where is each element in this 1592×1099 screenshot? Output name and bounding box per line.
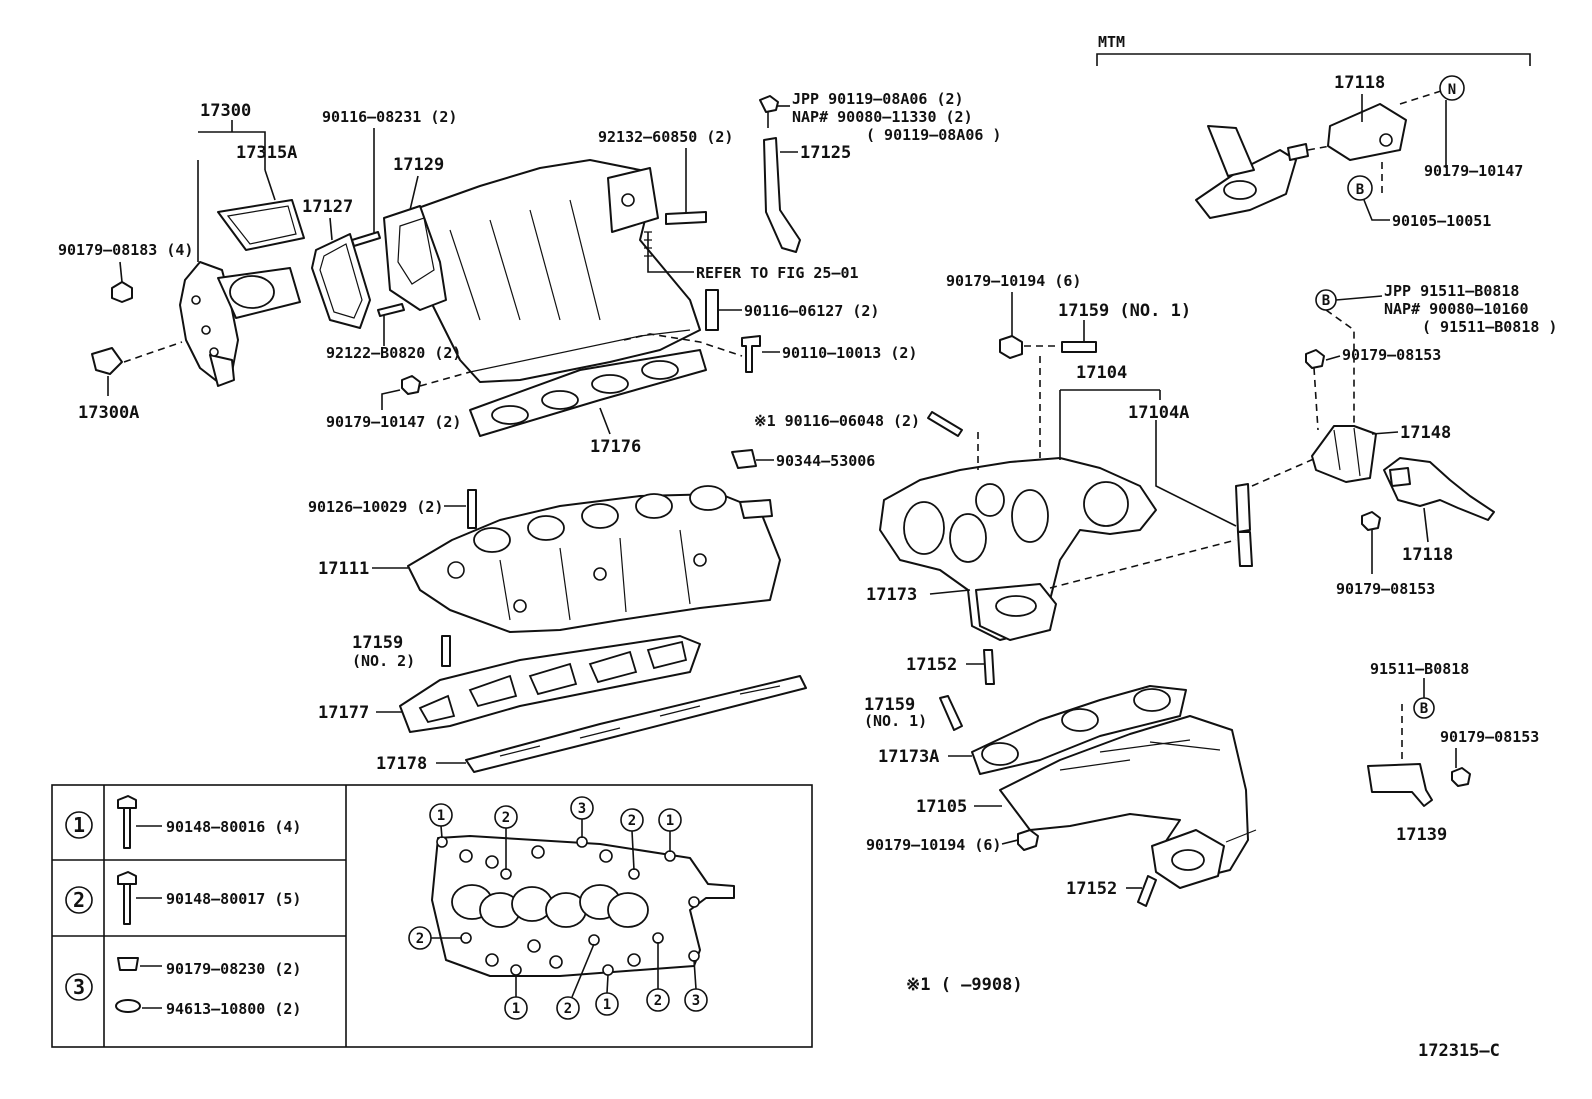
label-refer-fig: REFER TO FIG 25–01 (696, 264, 859, 282)
label-92122-B0820: 92122–B0820 (2) (326, 344, 461, 362)
label-jpp-2: JPP 91511–B0818 (1384, 282, 1519, 300)
pattern-callout-1d: 1 (603, 997, 611, 1013)
label-paren-2: ( 91511–B0818 ) (1422, 318, 1557, 336)
footnote-date-range: ※1 ( –9908) (906, 975, 1023, 995)
label-17300A: 17300A (78, 403, 139, 423)
legend-item-90179-08230: 90179–08230 (2) (166, 960, 301, 978)
circle-B-3: B (1420, 701, 1428, 717)
legend-key-3: 3 (73, 975, 85, 999)
label-paren-1: ( 90119–08A06 ) (866, 126, 1001, 144)
label-17139: 17139 (1396, 825, 1447, 845)
label-90179-10194-top: 90179–10194 (6) (946, 272, 1081, 290)
circle-B-2: B (1322, 293, 1330, 309)
label-90105-10051: 90105–10051 (1392, 212, 1491, 230)
label-90179-08153-b: 90179–08153 (1336, 580, 1435, 598)
label-90179-10147-2: 90179–10147 (2) (326, 413, 461, 431)
manifold-bolt-pattern: 1 2 3 2 1 2 1 2 1 2 3 (408, 796, 735, 1020)
legend-item-90148-80017: 90148–80017 (5) (166, 890, 301, 908)
pattern-callout-1c: 1 (512, 1001, 520, 1017)
label-17159-no1-top: 17159 (NO. 1) (1058, 301, 1191, 321)
circle-B-1: B (1356, 182, 1364, 198)
label-17148: 17148 (1400, 423, 1451, 443)
label-17173: 17173 (866, 585, 917, 605)
label-17178: 17178 (376, 754, 427, 774)
label-17159-no1-b-b: (NO. 1) (864, 712, 927, 730)
label-90116-06127: 90116–06127 (2) (744, 302, 879, 320)
throttle-body-assembly (91, 199, 305, 387)
bracket-17118-top (1195, 89, 1445, 219)
pattern-callout-2a: 2 (502, 810, 510, 826)
pattern-callout-1a: 1 (437, 808, 445, 824)
label-17300: 17300 (200, 101, 251, 121)
label-90179-08183: 90179–08183 (4) (58, 241, 193, 259)
label-17118-top: 17118 (1334, 73, 1385, 93)
gasket-17178 (465, 675, 807, 773)
label-17173A: 17173A (878, 747, 939, 767)
gasket-17176 (469, 349, 707, 437)
label-90110-10013: 90110–10013 (2) (782, 344, 917, 362)
figure-id: 172315–C (1418, 1041, 1500, 1061)
label-17159-no1-b-a: 17159 (864, 695, 915, 715)
label-90179-10147-r: 90179–10147 (1424, 162, 1523, 180)
label-90179-08153-a: 90179–08153 (1342, 346, 1441, 364)
label-90116-08231: 90116–08231 (2) (322, 108, 457, 126)
label-17111: 17111 (318, 559, 369, 579)
label-90179-08153-c: 90179–08153 (1440, 728, 1539, 746)
bracket-17118-mid (1361, 457, 1495, 531)
intake-upper-manifold (383, 159, 701, 383)
label-17127: 17127 (302, 197, 353, 217)
bracket-17148 (1311, 425, 1377, 483)
legend-item-94613-10800: 94613–10800 (2) (166, 1000, 301, 1018)
pattern-callout-3a: 3 (578, 801, 586, 817)
bracket-17139 (1367, 763, 1433, 807)
circle-N: N (1448, 82, 1456, 98)
legend-table: 1 2 3 90148–80016 (4) 90148–80017 (5) 90… (51, 784, 813, 1048)
intake-lower-manifold (407, 485, 781, 633)
label-17159-no2-a: 17159 (352, 633, 403, 653)
mtm-label: MTM (1098, 33, 1125, 51)
mtm-bracket: MTM (1096, 33, 1531, 66)
label-17152-a: 17152 (906, 655, 957, 675)
pattern-callout-3b: 3 (692, 993, 700, 1009)
label-nap-2: NAP# 90080–10160 (1384, 300, 1529, 318)
pattern-callout-1b: 1 (666, 813, 674, 829)
label-17125: 17125 (800, 143, 851, 163)
label-17105: 17105 (916, 797, 967, 817)
label-17152-b: 17152 (1066, 879, 1117, 899)
pattern-callout-2d: 2 (564, 1001, 572, 1017)
label-91511-B0818: 91511–B0818 (1370, 660, 1469, 678)
exhaust-manifold-17104 (879, 457, 1157, 641)
pattern-callout-2e: 2 (654, 993, 662, 1009)
gasket-17177 (399, 635, 701, 733)
label-90344-53006: 90344–53006 (776, 452, 875, 470)
label-17118-mid: 17118 (1402, 545, 1453, 565)
pattern-callout-2c: 2 (416, 931, 424, 947)
legend-item-90148-80016: 90148–80016 (4) (166, 818, 301, 836)
label-17104: 17104 (1076, 363, 1127, 383)
label-17104A: 17104A (1128, 403, 1189, 423)
legend-key-1: 1 (73, 813, 85, 837)
label-17129: 17129 (393, 155, 444, 175)
label-17159-no2-b: (NO. 2) (352, 652, 415, 670)
label-17176: 17176 (590, 437, 641, 457)
gasket-17127 (311, 233, 371, 329)
label-92132-60850: 92132–60850 (2) (598, 128, 733, 146)
label-90116-06048: ※1 90116–06048 (2) (754, 412, 920, 430)
label-90126-10029: 90126–10029 (2) (308, 498, 443, 516)
label-nap-1: NAP# 90080–11330 (2) (792, 108, 973, 126)
label-17177: 17177 (318, 703, 369, 723)
label-jpp-1: JPP 90119–08A06 (2) (792, 90, 964, 108)
pattern-callout-2b: 2 (628, 813, 636, 829)
label-90179-10194-bot: 90179–10194 (6) (866, 836, 1001, 854)
exhaust-manifold-17105 (971, 685, 1257, 889)
legend-key-2: 2 (73, 888, 85, 912)
label-17315A: 17315A (236, 143, 297, 163)
